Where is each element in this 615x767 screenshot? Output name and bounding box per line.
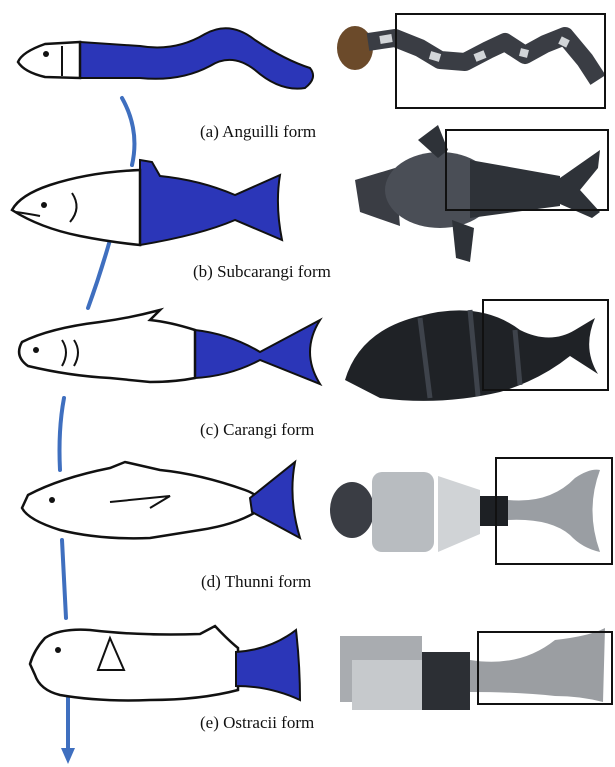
caption-thunni: (d) Thunni form (201, 572, 311, 592)
subcarangi-robot-top-fin (418, 125, 448, 158)
thunni-body-outline (22, 462, 262, 538)
thunni-robot-cone (438, 476, 480, 552)
thunni-eye (49, 497, 55, 503)
anguilli-robot-photo (337, 14, 605, 108)
ostracii-robot-mechanism (422, 652, 470, 710)
ostracii-robot-tail-fin (470, 628, 605, 702)
carangi-fish-drawing (19, 310, 320, 384)
anguilli-body-blue (80, 28, 313, 88)
subcarangi-robot-bottom-fin (452, 220, 474, 262)
ostracii-eye (55, 647, 61, 653)
caption-carangi: (c) Carangi form (200, 420, 314, 440)
caption-ostracii: (e) Ostracii form (200, 713, 314, 733)
caption-anguilli: (a) Anguilli form (200, 122, 316, 142)
carangi-robot-photo (345, 300, 608, 401)
arrow-head-icon (61, 748, 75, 764)
thunni-fish-drawing (22, 462, 300, 538)
thunni-robot-tail-fin (508, 470, 600, 552)
subcarangi-rear-blue (140, 160, 282, 245)
carangi-rear-blue (195, 320, 320, 384)
subcarangi-fish-drawing (12, 160, 282, 245)
carangi-eye (33, 347, 39, 353)
ostracii-robot-photo (340, 628, 612, 710)
arrow-segment-3 (60, 398, 65, 470)
ostracii-fish-drawing (30, 626, 300, 700)
subcarangi-robot-photo (355, 125, 608, 262)
ostracii-body-outline (30, 626, 238, 700)
subcarangi-robot-tail (560, 150, 600, 218)
anguilli-robot-head (337, 26, 373, 70)
thunni-robot-cylinder (372, 472, 434, 552)
thunni-tail-blue (250, 462, 300, 538)
ostracii-robot-top (352, 660, 422, 710)
thunni-robot-joint (480, 496, 508, 526)
arrow-segment-2 (88, 240, 110, 308)
subcarangi-eye (41, 202, 47, 208)
arrow-segment-1 (122, 98, 134, 165)
arrow-segment-4 (62, 540, 66, 618)
carangi-front-outline (19, 310, 195, 382)
ostracii-tail-blue (236, 630, 300, 700)
caption-subcarangi: (b) Subcarangi form (193, 262, 331, 282)
anguilli-eye (43, 51, 49, 57)
anguilli-head-outline (18, 42, 80, 78)
thunni-robot-head (330, 482, 374, 538)
anguilli-fish-drawing (18, 28, 313, 88)
thunni-robot-photo (330, 458, 612, 564)
